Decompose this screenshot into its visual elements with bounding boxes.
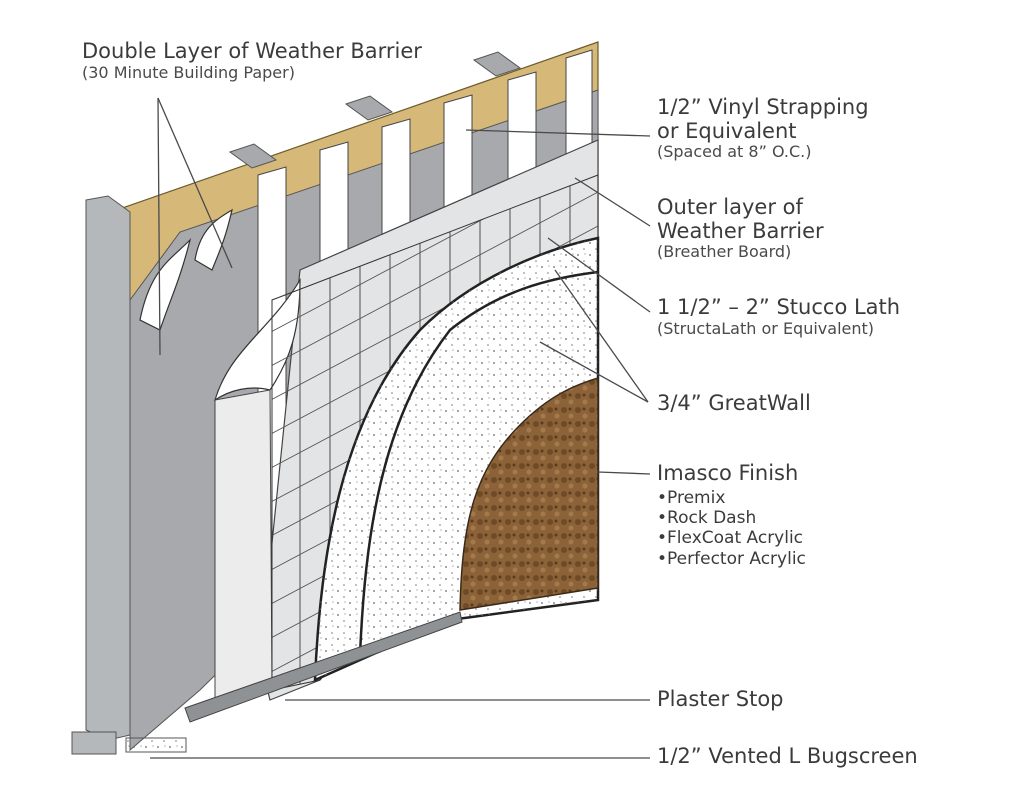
label-greatwall-title: 3/4” GreatWall <box>657 391 811 415</box>
leader-finish <box>597 471 651 475</box>
stud-top-3 <box>344 95 394 121</box>
leader-lath <box>547 237 651 313</box>
leader-lines <box>150 97 651 759</box>
leader-greatwall-1 <box>554 269 649 403</box>
finish-item: Perfector Acrylic <box>657 549 806 569</box>
finish-item: FlexCoat Acrylic <box>657 528 806 548</box>
label-plaster-stop-title: Plaster Stop <box>657 687 784 711</box>
stud-top-4 <box>472 51 522 77</box>
label-lath-title: 1 1/2” – 2” Stucco Lath <box>657 295 901 319</box>
stud-top-2 <box>228 143 278 169</box>
label-outer-barrier-subtitle: (Breather Board) <box>657 242 792 262</box>
paper-curl-1 <box>139 238 192 331</box>
label-bugscreen-title: 1/2” Vented L Bugscreen <box>657 744 918 768</box>
left-stud <box>85 195 131 741</box>
label-weather-barrier: Double Layer of Weather Barrier (30 Minu… <box>82 39 422 82</box>
label-outer-barrier-line2: Weather Barrier <box>657 218 824 243</box>
label-strapping: 1/2” Vinyl Strapping or Equivalent (Spac… <box>657 95 869 162</box>
paper-curl-2 <box>194 208 233 271</box>
leader-barrier-2 <box>157 97 233 269</box>
label-weather-barrier-subtitle: (30 Minute Building Paper) <box>82 62 295 82</box>
label-plaster-stop: Plaster Stop <box>657 687 784 712</box>
leader-strapping <box>465 129 651 137</box>
greatwall-inner-edge <box>358 270 599 656</box>
label-finish-title: Imasco Finish <box>657 461 799 485</box>
label-outer-barrier-line1: Outer layer of <box>657 195 803 219</box>
finish-list: Premix Rock Dash FlexCoat Acrylic Perfec… <box>657 488 806 570</box>
finish-item: Premix <box>657 488 806 508</box>
label-finish: Imasco Finish Premix Rock Dash FlexCoat … <box>657 461 806 570</box>
leader-greatwall-2 <box>539 341 649 403</box>
label-strapping-line1: 1/2” Vinyl Strapping <box>657 95 869 119</box>
finish-item: Rock Dash <box>657 508 806 528</box>
bugscreen <box>125 737 187 753</box>
label-greatwall: 3/4” GreatWall <box>657 391 811 416</box>
bottom-track <box>71 731 117 755</box>
leader-barrier-1 <box>157 97 161 356</box>
leader-outer-barrier <box>574 177 651 227</box>
label-strapping-line2: or Equivalent <box>657 118 797 143</box>
plaster-stop <box>184 611 463 723</box>
label-weather-barrier-title: Double Layer of Weather Barrier <box>82 39 422 63</box>
label-bugscreen: 1/2” Vented L Bugscreen <box>657 744 918 769</box>
strap-6 <box>565 49 593 161</box>
label-outer-barrier: Outer layer of Weather Barrier (Breather… <box>657 195 824 262</box>
label-lath: 1 1/2” – 2” Stucco Lath (StructaLath or … <box>657 295 901 338</box>
breather-left-edge <box>214 389 273 701</box>
label-strapping-subtitle: (Spaced at 8” O.C.) <box>657 142 812 162</box>
label-lath-subtitle: (StructaLath or Equivalent) <box>657 318 875 338</box>
imasco-finish <box>459 376 599 611</box>
steel-studs <box>71 51 522 755</box>
